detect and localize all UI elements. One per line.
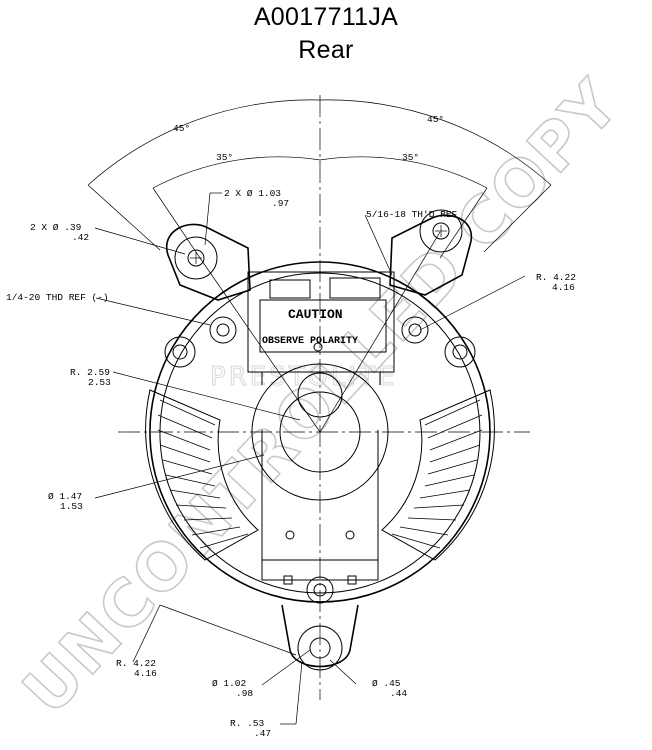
cooling-fins-left	[145, 389, 259, 561]
alternator-housing	[149, 209, 491, 603]
dim-thread-1-4: 1/4-20 THD REF (-)	[6, 292, 109, 303]
dim-radius-259-lower: 2.53	[88, 377, 111, 388]
angle-dimension-arcs	[87, 99, 552, 433]
inner-angle-right-label: 35°	[402, 152, 419, 163]
outer-angle-left-label: 45°	[173, 123, 190, 134]
part-number-title: A0017711JA	[253, 3, 399, 31]
observe-polarity-label: OBSERVE POLARITY	[262, 336, 358, 347]
center-hub	[251, 363, 389, 585]
dim-radius-right-top-lower: 4.16	[552, 282, 575, 293]
dim-hole-dia-2x-large-lower: .97	[272, 198, 289, 209]
dim-dia-45: Ø .45	[372, 678, 401, 689]
centerlines	[118, 95, 530, 700]
dim-hole-dia-2x-large: 2 X Ø 1.03	[224, 188, 281, 199]
dim-hole-dia-2x-small-lower: .42	[72, 232, 89, 243]
dim-dia-45-lower: .44	[390, 688, 407, 699]
cooling-fins-right	[381, 389, 495, 561]
uncontrolled-copy-watermark: UNCONTROLLED COPY	[10, 66, 635, 729]
bottom-mount	[281, 576, 359, 671]
dim-dia-147-lower: 1.53	[60, 501, 83, 512]
caution-label: CAUTION	[288, 307, 343, 322]
dim-radius-bottom-left: R. 4.22	[116, 658, 156, 669]
leader-lines	[94, 192, 526, 725]
dim-dia-147: Ø 1.47	[48, 491, 82, 502]
dim-thread-5-16: 5/16-18 TH'D REF	[366, 209, 458, 220]
caution-plate	[247, 271, 395, 385]
dim-radius-right-top: R. 4.22	[536, 272, 576, 283]
view-subtitle: Rear	[298, 36, 354, 64]
faint-brand-watermark: PRESTOLITE	[210, 362, 398, 392]
dim-dia-102: Ø 1.02	[212, 678, 247, 689]
inner-angle-left-label: 35°	[216, 152, 233, 163]
dim-radius-53: R. .53	[230, 718, 265, 729]
dim-dia-102-lower: .98	[236, 688, 253, 699]
dim-radius-259: R. 2.59	[70, 367, 110, 378]
outer-angle-right-label: 45°	[427, 114, 444, 125]
dim-hole-dia-2x-small: 2 X Ø .39	[30, 222, 82, 233]
dim-radius-bottom-left-lower: 4.16	[134, 668, 157, 679]
dim-radius-53-lower: .47	[254, 728, 271, 739]
